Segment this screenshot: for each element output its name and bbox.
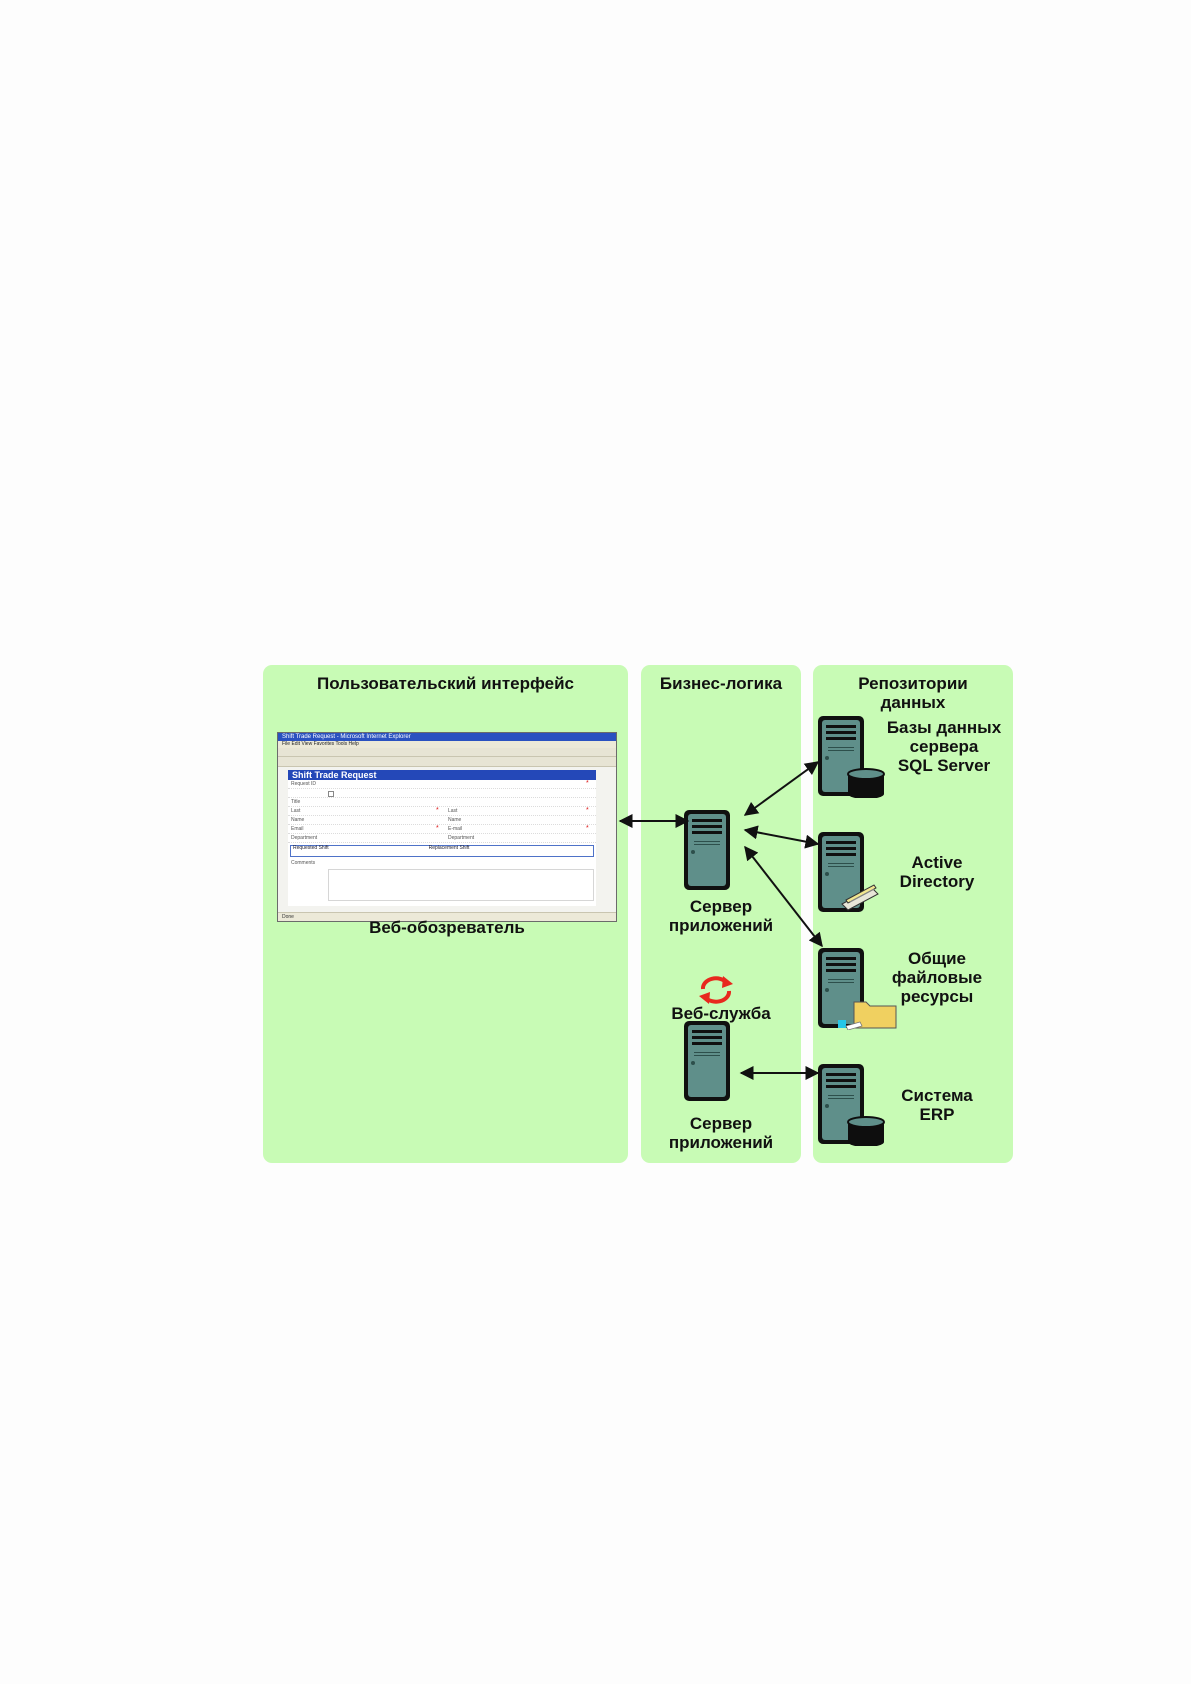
web-service-label: Веб-служба [671,1004,771,1023]
form-row: Request ID * [288,780,596,789]
browser-content: Shift Trade Request Request ID * Title L… [288,770,596,906]
form-row: Comments [288,859,596,867]
form-row-label: Email [291,826,304,832]
required-marker-icon: * [436,807,439,814]
active-directory-server-icon [818,832,879,912]
browser-toolbar [278,748,616,757]
refresh-icon [699,976,733,1004]
app-server-bottom-label: Сервер приложений [668,1114,774,1152]
active-directory-label: Active Directory [899,853,975,891]
form-row-label: Last [291,808,301,814]
sql-server-label: Базы данных сервера SQL Server [886,718,1002,775]
form-row: Last * Last * [288,807,596,816]
file-shares-server-icon [818,948,897,1030]
form-row: Email * E-mail * [288,825,596,834]
form-row-label: Name [291,817,305,823]
form-row-label: Name [448,817,462,823]
form-row: Department Department [288,834,596,843]
required-marker-icon: * [436,825,439,832]
erp-server-icon [818,1064,885,1146]
file-shares-label: Общие файловые ресурсы [891,949,983,1006]
shift-box: Requested Shift Replacement Shift [290,845,594,857]
form-row-label: Title [291,799,301,805]
form-row-label: E-mail [448,826,463,832]
required-marker-icon: * [586,780,589,787]
form-row [288,789,596,798]
erp-label: Система ERP [901,1086,973,1124]
replacement-shift-label: Replacement Shift [428,845,470,851]
browser-status-bar: Done [278,912,616,921]
app-server-top-icon [684,810,730,890]
data-repositories-panel-title: Репозитории данных [858,674,968,712]
ui-panel-title: Пользовательский интерфейс [316,674,575,693]
business-logic-panel-title: Бизнес-логика [659,674,783,693]
comments-label: Comments [291,860,316,866]
requested-shift-label: Requested Shift [293,845,329,851]
comments-box [328,869,594,901]
form-row-label: Request ID [291,781,317,787]
form-row: Title [288,798,596,807]
browser-menu-bar: File Edit View Favorites Tools Help [278,741,616,748]
form-row-label: Department [291,835,318,841]
app-server-bottom-icon [684,1021,730,1101]
sql-server-icon [818,716,885,798]
form-row-label: Last [448,808,458,814]
form-row-label: Department [448,835,475,841]
form-title: Shift Trade Request [288,770,596,780]
browser-title-bar: Shift Trade Request - Microsoft Internet… [278,733,616,741]
browser-caption: Веб-обозреватель [369,918,525,937]
browser-address-bar [278,757,616,767]
app-server-top-label: Сервер приложений [668,897,774,935]
required-marker-icon: * [586,825,589,832]
form-row: Name Name [288,816,596,825]
required-marker-icon: * [586,807,589,814]
browser-screenshot: Shift Trade Request - Microsoft Internet… [277,732,617,922]
checkbox-icon [328,791,334,797]
